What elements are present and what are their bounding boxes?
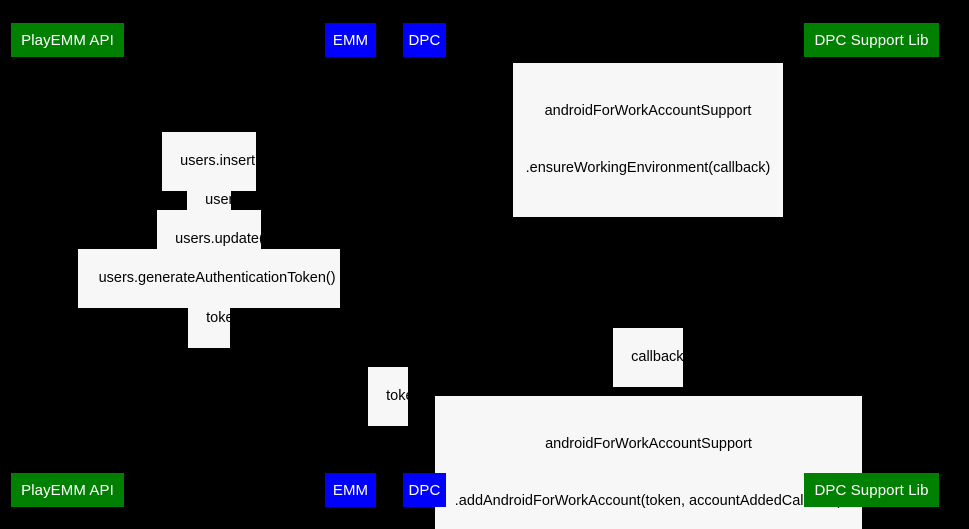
- participant-header-dpclib[interactable]: DPC Support Lib: [804, 23, 939, 57]
- message-label-line: androidForWorkAccountSupport: [544, 103, 752, 119]
- message-label-line: androidForWorkAccountSupport: [545, 436, 752, 452]
- message-label-2: users.insert(): [162, 132, 265, 191]
- message-label-line: callback(): [631, 349, 694, 365]
- participant-label: PlayEMM API: [21, 481, 114, 499]
- message-label-line: token: [386, 388, 422, 404]
- participant-label: DPC Support Lib: [814, 31, 929, 49]
- message-label-8: token: [368, 367, 422, 426]
- participant-footer-emm[interactable]: EMM: [325, 473, 376, 507]
- participant-footer-playemm[interactable]: PlayEMM API: [11, 473, 124, 507]
- message-label-line: users.update(): [175, 231, 269, 247]
- participant-header-emm[interactable]: EMM: [325, 23, 376, 57]
- message-label-line: token: [206, 310, 242, 326]
- participant-label: EMM: [332, 31, 369, 49]
- participant-label: PlayEMM API: [21, 31, 114, 49]
- message-label-line: users.insert(): [180, 153, 265, 169]
- message-label-line: .ensureWorkingEnvironment(callback): [525, 160, 771, 176]
- participant-header-dpc[interactable]: DPC: [403, 23, 446, 57]
- participant-footer-dpclib[interactable]: DPC Support Lib: [804, 473, 939, 507]
- participant-footer-dpc[interactable]: DPC: [403, 473, 446, 507]
- participant-label: EMM: [332, 481, 369, 499]
- lifeline-dpc: [424, 57, 425, 463]
- participant-label: DPC Support Lib: [814, 481, 929, 499]
- lifeline-emm: [350, 57, 351, 463]
- participant-header-playemm[interactable]: PlayEMM API: [11, 23, 124, 57]
- message-label-line: userID: [205, 192, 248, 208]
- message-label-line: .addAndroidForWorkAccount(token, account…: [454, 493, 843, 509]
- message-label-9: androidForWorkAccountSupport .addAndroid…: [435, 396, 862, 529]
- message-label-6: token: [188, 289, 242, 348]
- message-label-1: androidForWorkAccountSupport .ensureWork…: [513, 63, 783, 217]
- participant-label: DPC: [408, 31, 441, 49]
- lifeline-dpclib: [871, 57, 872, 463]
- message-label-7: callback(): [613, 328, 693, 387]
- message-label-line: users.generateAuthenticationToken(): [98, 270, 336, 286]
- lifeline-playemm: [67, 57, 68, 463]
- participant-label: DPC: [408, 481, 441, 499]
